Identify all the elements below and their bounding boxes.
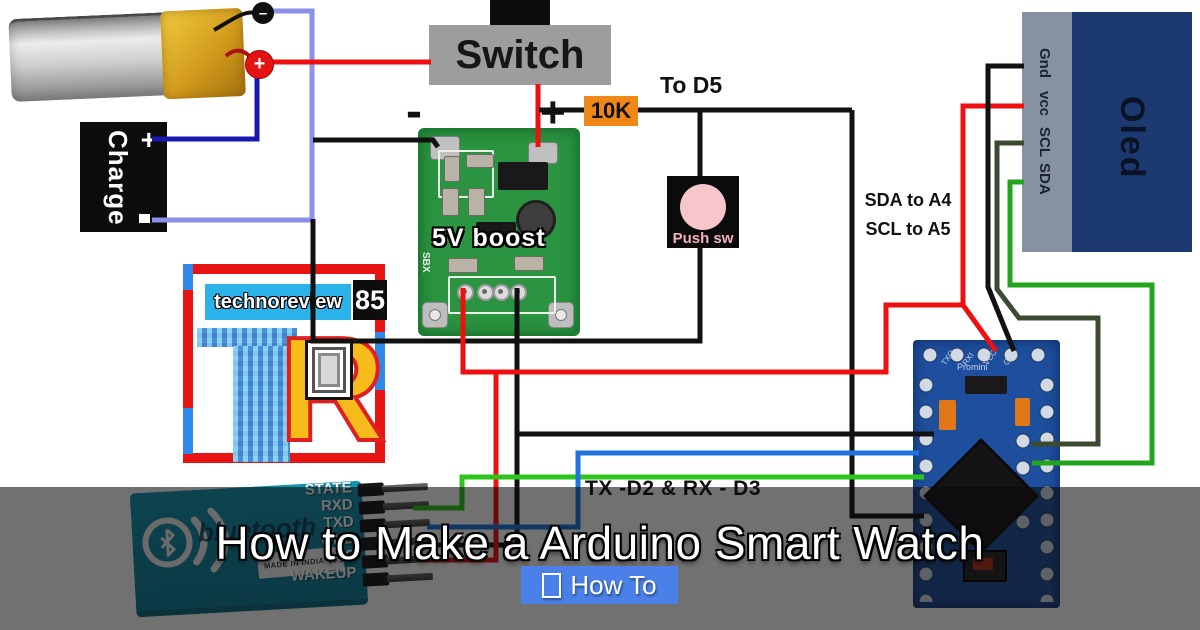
battery-minus-terminal: – — [252, 2, 274, 24]
charge-label: Charge — [103, 130, 133, 226]
to-d5-note: To D5 — [660, 72, 723, 98]
push-switch-label: Push sw — [672, 230, 734, 247]
switch-label: Switch — [429, 25, 611, 85]
minus-sign: – — [258, 4, 268, 22]
missing-glyph-icon — [542, 572, 562, 598]
oled-pin-sda: SDA — [1036, 163, 1053, 195]
resistor-component — [444, 156, 460, 182]
plus-sign: + — [253, 53, 266, 75]
chip-stack-icon — [305, 340, 353, 400]
resistor-component — [442, 188, 459, 216]
i2c-note: SDA to A4 SCL to A5 — [858, 186, 958, 244]
sda-note: SDA to A4 — [864, 190, 952, 210]
logo-frame-accent — [375, 332, 385, 390]
capacitor — [939, 400, 956, 430]
logo-letter-t — [197, 328, 297, 347]
boost-minus-mark: - — [406, 85, 422, 138]
oled-pin-scl: SCL — [1036, 127, 1053, 157]
charge-minus-terminal — [139, 214, 150, 223]
logo-frame-accent — [183, 264, 193, 290]
oled-pin-gnd: Gnd — [1036, 48, 1053, 78]
how-to-button[interactable]: How To — [521, 566, 678, 604]
resistor-10k: 10K — [584, 96, 638, 126]
push-switch: Push sw — [667, 176, 739, 248]
oled-pin-vcc: vcc — [1036, 91, 1053, 117]
logo-letter-t-stem — [233, 346, 290, 462]
push-switch-cap — [680, 184, 726, 230]
how-to-button-label: How To — [570, 569, 657, 600]
boost-plus-mark: + — [540, 88, 566, 137]
caption-overlay — [0, 487, 1200, 630]
resistor-value: 10K — [590, 98, 632, 123]
switch-lever — [490, 0, 550, 26]
battery-plus-terminal: + — [245, 50, 274, 79]
scl-note: SCL to A5 — [865, 219, 951, 239]
logo-frame-accent — [183, 408, 193, 454]
oled-label: Oled — [1113, 96, 1151, 180]
